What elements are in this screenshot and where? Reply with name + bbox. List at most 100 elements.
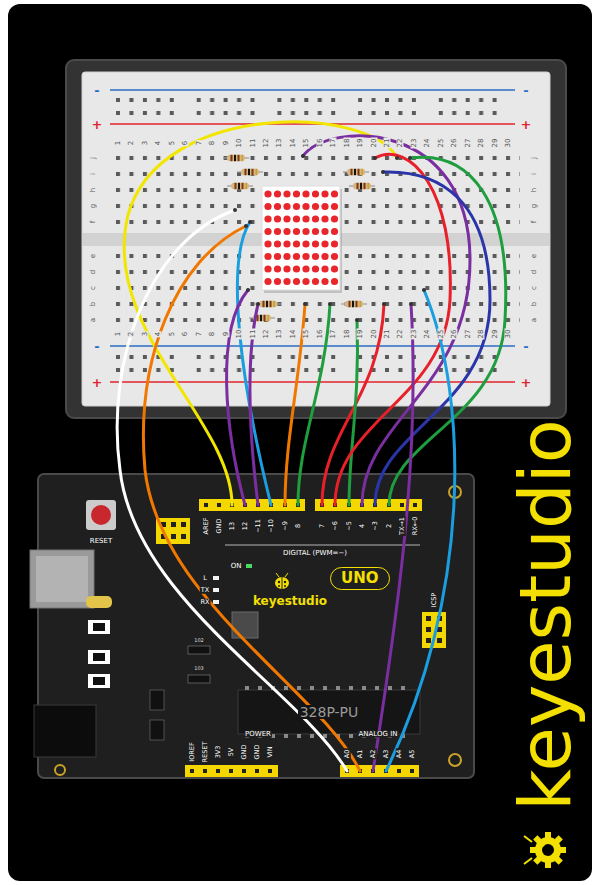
breadboard-label: 21 bbox=[384, 329, 391, 340]
breadboard-label: 3 bbox=[141, 331, 148, 337]
breadboard-label: 24 bbox=[424, 138, 431, 149]
pin-label: 5V bbox=[228, 747, 235, 758]
breadboard-label: j bbox=[90, 156, 97, 160]
breadboard-label: 16 bbox=[316, 329, 323, 340]
pin-label: ~3 bbox=[372, 520, 379, 532]
pin-label: ~9 bbox=[282, 520, 289, 532]
breadboard-label: 13 bbox=[276, 138, 283, 149]
rail-polarity: - bbox=[522, 340, 529, 353]
breadboard-label: j bbox=[531, 156, 538, 160]
breadboard-label: 19 bbox=[357, 329, 364, 340]
breadboard-label: a bbox=[90, 317, 97, 323]
breadboard-label: 2 bbox=[128, 140, 135, 146]
pin-label: L bbox=[202, 575, 208, 582]
board-label: POWER bbox=[244, 731, 272, 738]
breadboard-label: 24 bbox=[424, 329, 431, 340]
pin-label: 12 bbox=[242, 521, 249, 531]
pin-label: ~11 bbox=[255, 518, 262, 534]
pin-label: GND bbox=[241, 744, 248, 761]
breadboard-label: c bbox=[90, 285, 97, 291]
breadboard-label: d bbox=[531, 269, 538, 275]
breadboard-label: 26 bbox=[451, 329, 458, 340]
breadboard-label: 14 bbox=[289, 329, 296, 340]
chip-marking: 328P-PU bbox=[238, 690, 420, 734]
breadboard-label: 30 bbox=[505, 138, 512, 149]
breadboard-label: 19 bbox=[357, 138, 364, 149]
breadboard-label: 8 bbox=[209, 331, 216, 337]
breadboard-label: 14 bbox=[289, 138, 296, 149]
breadboard-label: 30 bbox=[505, 329, 512, 340]
breadboard-label: 8 bbox=[209, 140, 216, 146]
breadboard-label: 10 bbox=[236, 329, 243, 340]
breadboard-label: 1 bbox=[115, 331, 122, 337]
pin-label: A3 bbox=[383, 749, 390, 760]
pin-label: ~6 bbox=[332, 520, 339, 532]
pin-label: IOREF bbox=[189, 741, 196, 762]
breadboard-label: 7 bbox=[195, 331, 202, 337]
breadboard-label: 10 bbox=[236, 138, 243, 149]
breadboard-label: 22 bbox=[397, 138, 404, 149]
breadboard-label: 12 bbox=[262, 138, 269, 149]
pin-label: A4 bbox=[396, 749, 403, 760]
breadboard-label: g bbox=[531, 203, 538, 209]
breadboard-label: a bbox=[531, 317, 538, 323]
breadboard-label: 4 bbox=[155, 140, 162, 146]
breadboard bbox=[66, 60, 566, 418]
rail-polarity: + bbox=[520, 376, 533, 389]
board-label: ON bbox=[230, 563, 243, 570]
breadboard-label: e bbox=[90, 253, 97, 259]
pin-label: 3V3 bbox=[215, 745, 222, 760]
usb-jack bbox=[30, 550, 94, 608]
breadboard-label: 23 bbox=[410, 329, 417, 340]
rail-polarity: + bbox=[91, 376, 104, 389]
pin-label: A5 bbox=[409, 749, 416, 760]
breadboard-label: 11 bbox=[249, 329, 256, 340]
breadboard-label: 1 bbox=[115, 140, 122, 146]
breadboard-label: 17 bbox=[330, 329, 337, 340]
breadboard-label: 11 bbox=[249, 138, 256, 149]
breadboard-label: 26 bbox=[451, 138, 458, 149]
breadboard-label: 17 bbox=[330, 138, 337, 149]
breadboard-label: 29 bbox=[491, 329, 498, 340]
breadboard-label: 4 bbox=[155, 331, 162, 337]
rail-polarity: - bbox=[93, 340, 100, 353]
breadboard-label: f bbox=[90, 220, 97, 224]
rail-polarity: + bbox=[91, 118, 104, 131]
breadboard-label: 15 bbox=[303, 138, 310, 149]
breadboard-label: b bbox=[531, 301, 538, 307]
breadboard-label: 6 bbox=[182, 140, 189, 146]
breadboard-label: h bbox=[531, 187, 538, 193]
pin-label: RX←0 bbox=[412, 516, 419, 537]
breadboard-label: 25 bbox=[437, 138, 444, 149]
pin-label: A1 bbox=[357, 749, 364, 760]
pin-label: TX bbox=[200, 587, 210, 594]
breadboard-label: 2 bbox=[128, 331, 135, 337]
breadboard-label: c bbox=[531, 285, 538, 291]
breadboard-label: e bbox=[531, 253, 538, 259]
breadboard-label: b bbox=[90, 301, 97, 307]
breadboard-label: 5 bbox=[168, 331, 175, 337]
pin-label: ~5 bbox=[346, 520, 353, 532]
breadboard-label: 20 bbox=[370, 329, 377, 340]
breadboard-label: 22 bbox=[397, 329, 404, 340]
breadboard-label: 16 bbox=[316, 138, 323, 149]
breadboard-label: h bbox=[90, 187, 97, 193]
pin-label: 4 bbox=[359, 523, 366, 529]
pin-label: A0 bbox=[344, 749, 351, 760]
breadboard-label: g bbox=[90, 203, 97, 209]
microcontroller-chip bbox=[238, 686, 420, 738]
board-label: DIGITAL (PWM=~) bbox=[282, 550, 348, 557]
breadboard-label: 27 bbox=[464, 138, 471, 149]
board-label: ANALOG IN bbox=[358, 731, 399, 738]
component-code: 103 bbox=[193, 666, 205, 671]
rail-polarity: - bbox=[522, 84, 529, 97]
pin-label: ICSP bbox=[431, 592, 438, 609]
pin-label: A2 bbox=[370, 749, 377, 760]
breadboard-label: 18 bbox=[343, 138, 350, 149]
pin-label: 13 bbox=[229, 521, 236, 531]
background-panel bbox=[8, 4, 592, 881]
breadboard-label: 7 bbox=[195, 140, 202, 146]
component-code: 102 bbox=[193, 638, 205, 643]
breadboard-label: 9 bbox=[222, 140, 229, 146]
breadboard-label: 18 bbox=[343, 329, 350, 340]
